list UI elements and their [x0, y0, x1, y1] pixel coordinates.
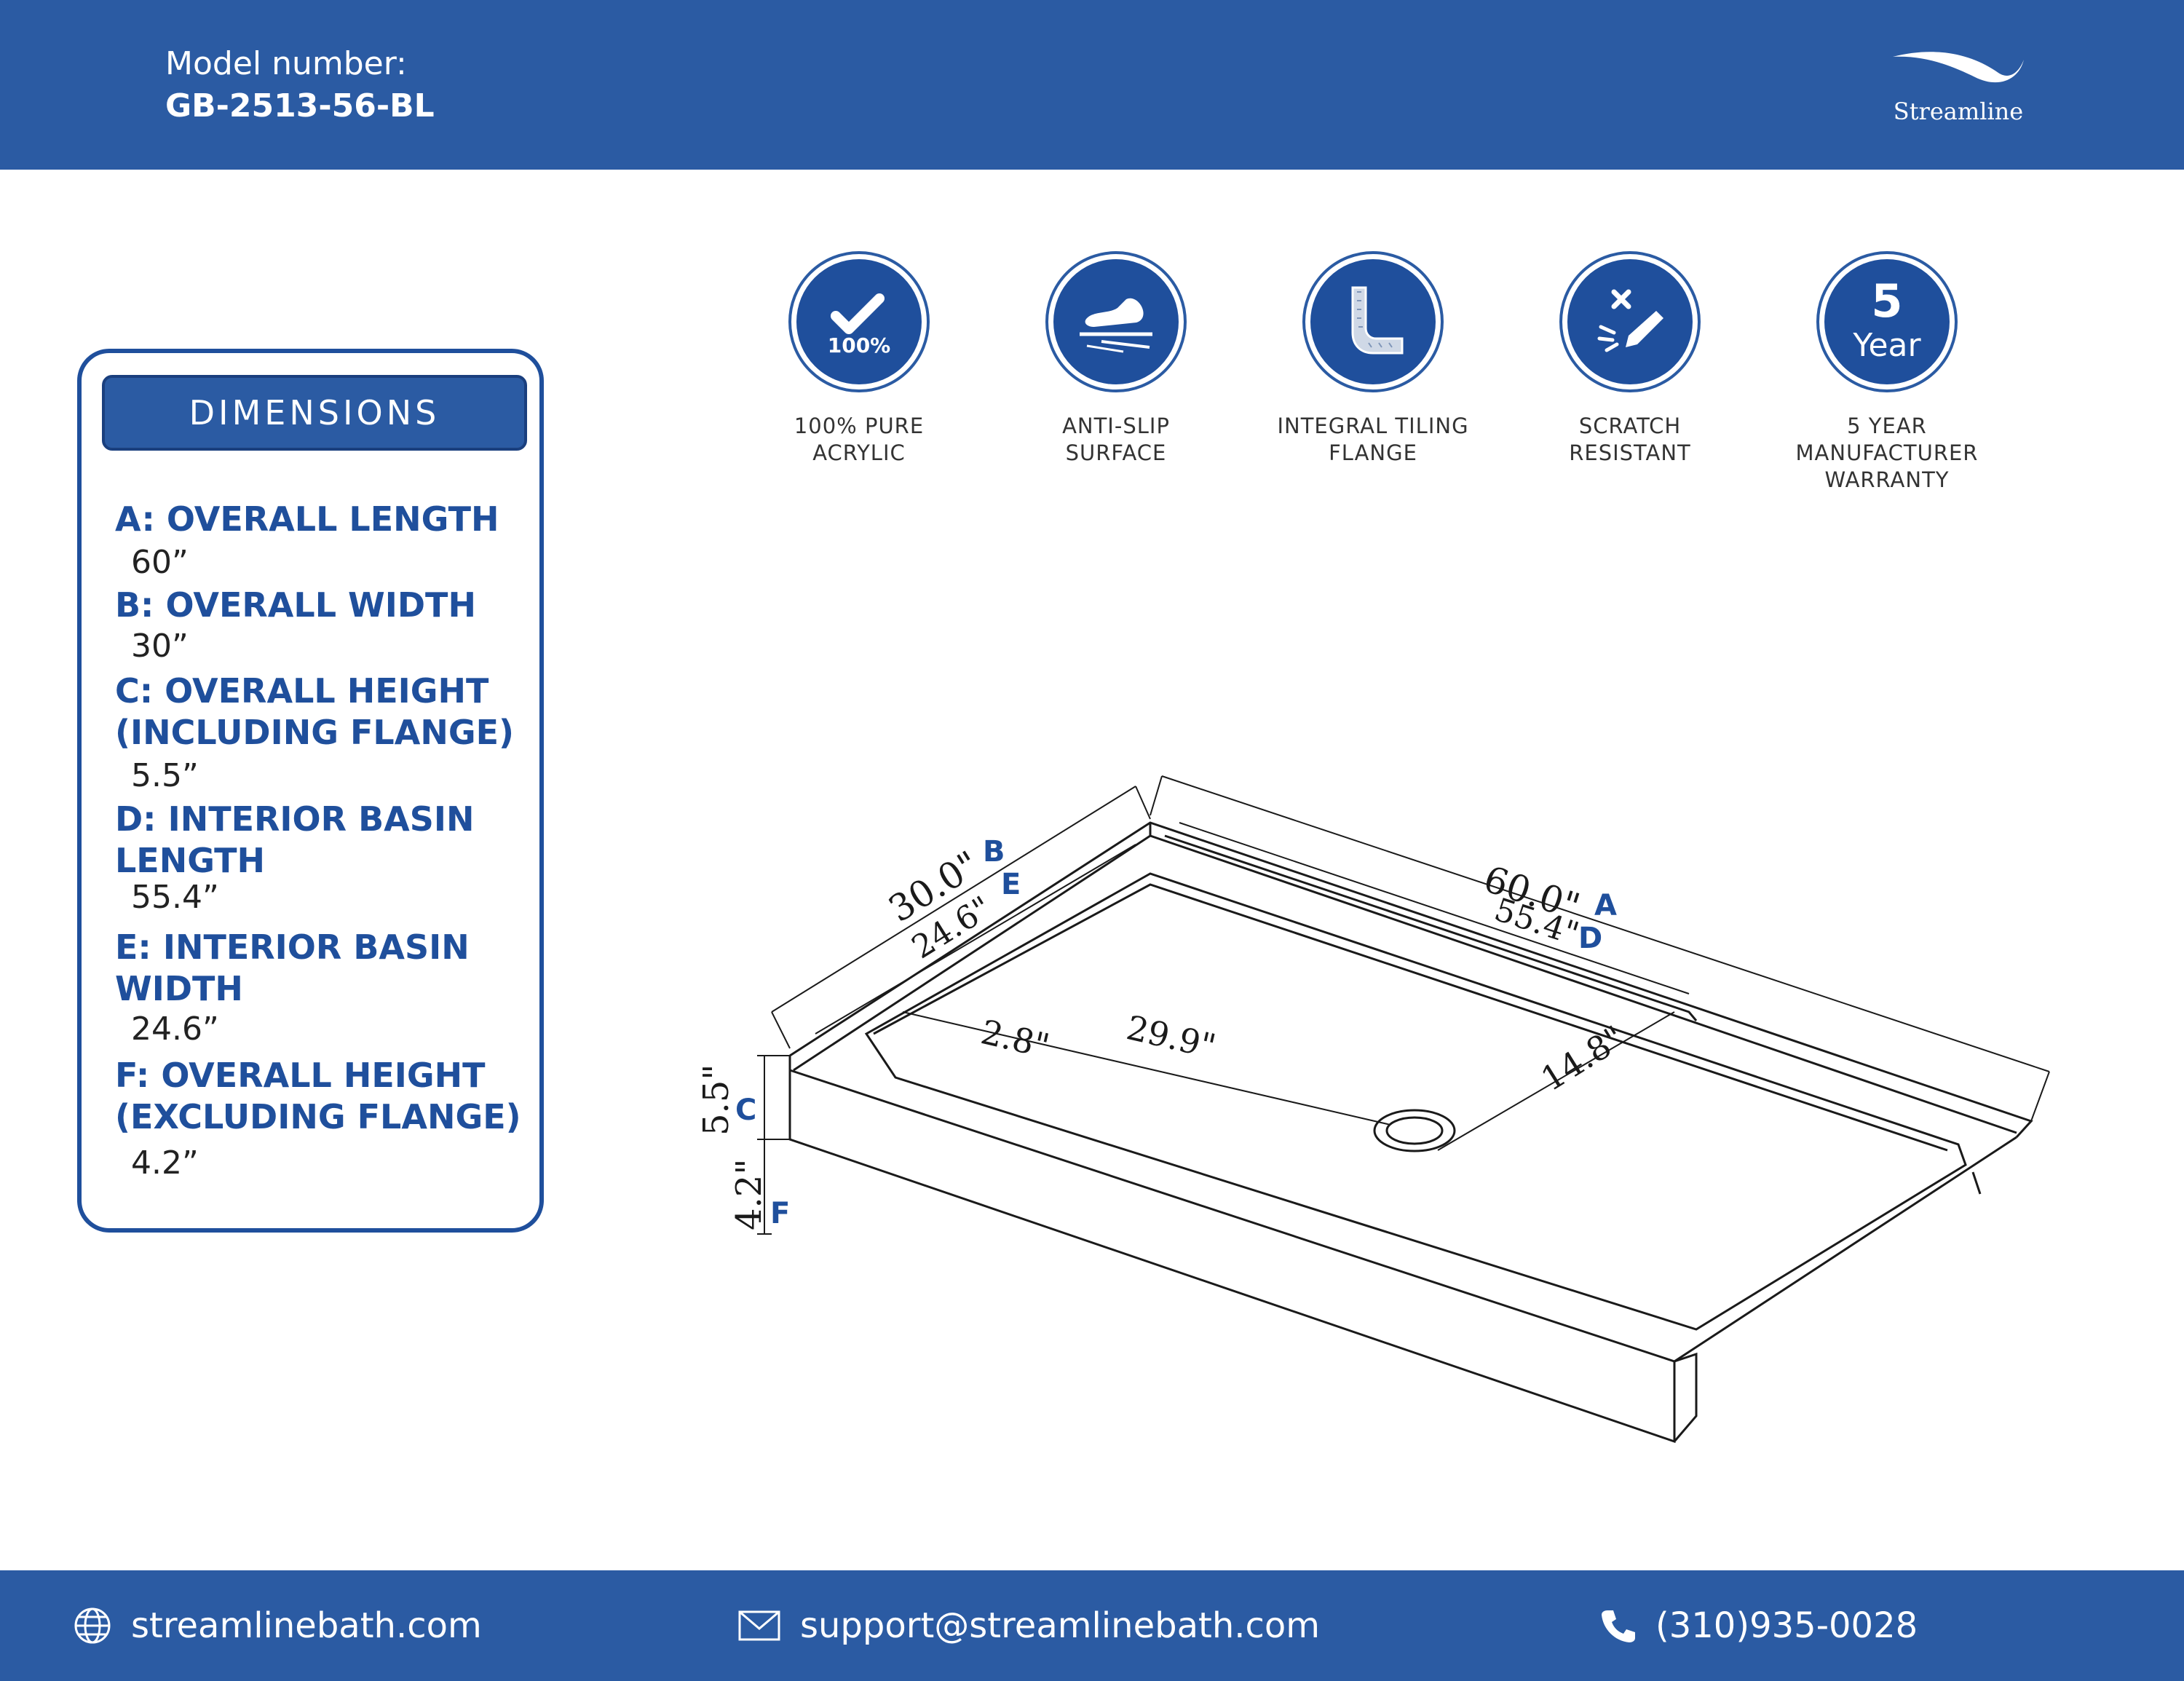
- dimension-a-label: A: OVERALL LENGTH: [115, 499, 499, 539]
- dimension-line-b: [771, 786, 1136, 1013]
- dimension-line-d: [1179, 822, 1690, 994]
- dimension-line-drain-y: [1437, 1011, 1675, 1151]
- shower-base-drawing: 60.0" 55.4" 30.0" 24.6" 29.9" 14.8" 2.8"…: [696, 775, 2050, 1444]
- warranty-year: Year: [1852, 327, 1921, 364]
- feature-caption-line: ACRYLIC: [812, 440, 906, 465]
- model-number-value: GB-2513-56-BL: [165, 87, 435, 124]
- email-link[interactable]: support@streamlinebath.com: [800, 1605, 1321, 1646]
- dimension-b-value: 30”: [131, 628, 189, 665]
- dimension-a-value: 60”: [131, 544, 189, 581]
- feature-badge: [1045, 251, 1187, 392]
- letter-d: D: [1578, 922, 1602, 955]
- scratch-resistant-icon: [1597, 289, 1663, 352]
- feature-scratch-resistant: SCRATCH RESISTANT: [1521, 251, 1739, 467]
- badge-100-text: 100%: [828, 333, 891, 357]
- feature-caption-line: SCRATCH: [1578, 414, 1682, 438]
- dimension-line-drain-x: [902, 1011, 1391, 1126]
- feature-anti-slip: ANTI-SLIP SURFACE: [1007, 251, 1225, 467]
- wave-logo-icon: [1893, 52, 2024, 83]
- dimension-d-value: 55.4”: [131, 879, 219, 916]
- dimension-e-label-line1: E: INTERIOR BASIN: [115, 927, 470, 967]
- front-face: [788, 1056, 1676, 1444]
- dimensions-title: DIMENSIONS: [102, 375, 527, 451]
- dimension-c-label-line1: C: OVERALL HEIGHT: [115, 671, 489, 711]
- feature-pure-acrylic: 100% 100% PURE ACRYLIC: [750, 251, 968, 467]
- measure-c-text: 5.5": [696, 1064, 737, 1136]
- feature-caption-line: MANUFACTURER: [1795, 440, 1979, 465]
- front-corner: [1673, 1352, 1698, 1442]
- feature-badge: [1302, 251, 1444, 392]
- outer-rim: [789, 821, 2033, 1139]
- feature-badge: 100%: [788, 251, 930, 392]
- tiling-flange: [1164, 834, 1698, 1021]
- dimension-line-c: [757, 1055, 790, 1140]
- front-top-edge: [789, 1069, 2017, 1363]
- feature-caption-line: INTEGRAL TILING: [1277, 414, 1469, 438]
- dimension-c-value: 5.5”: [131, 757, 199, 794]
- header-bar: Model number: GB-2513-56-BL Streamline: [0, 0, 2184, 170]
- mail-icon: [738, 1610, 780, 1641]
- measure-f-text: 4.2": [729, 1159, 769, 1230]
- dimension-f-value: 4.2”: [131, 1144, 199, 1182]
- drain-outer: [1373, 1109, 1456, 1152]
- warranty-5-year-icon: 5 Year: [1852, 274, 1921, 364]
- dimension-line-e: [815, 844, 1136, 1035]
- email-contact[interactable]: support@streamlinebath.com: [737, 1570, 1320, 1681]
- dimension-line-f: [757, 1139, 772, 1235]
- dimension-d-label-line1: D: INTERIOR BASIN: [115, 799, 475, 839]
- extension-lines-a: [1150, 775, 2050, 1122]
- dimension-e-label-line2: WIDTH: [115, 969, 243, 1008]
- dimension-b-label: B: OVERALL WIDTH: [115, 585, 476, 625]
- drain-inner: [1385, 1116, 1444, 1145]
- measure-step-text: 2.8": [978, 1012, 1053, 1066]
- letter-a: A: [1594, 889, 1617, 922]
- feature-caption-line: 5 YEAR: [1847, 414, 1927, 438]
- measure-drain-x-text: 29.9": [1123, 1008, 1220, 1066]
- warranty-number: 5: [1871, 274, 1902, 328]
- letter-c: C: [735, 1093, 756, 1127]
- feature-badge: 5 Year: [1816, 251, 1958, 392]
- letter-b: B: [983, 835, 1005, 869]
- dimension-e-value: 24.6”: [131, 1010, 219, 1048]
- basin-step-line: [873, 883, 1948, 1152]
- feature-caption-line: WARRANTY: [1824, 467, 1950, 492]
- feature-caption-line: SURFACE: [1065, 440, 1167, 465]
- extension-lines-b: [771, 786, 1151, 1049]
- check-100-icon: 100%: [828, 293, 891, 357]
- feature-caption-line: 100% PURE: [794, 414, 925, 438]
- side-edge: [1971, 1171, 1982, 1195]
- tiling-flange-icon: [1351, 286, 1404, 355]
- footer-bar: streamlinebath.com support@streamlinebat…: [0, 1570, 2184, 1681]
- model-number-label: Model number:: [165, 45, 407, 82]
- brand-logo[interactable]: Streamline: [1886, 44, 2031, 131]
- website-link[interactable]: streamlinebath.com: [131, 1605, 482, 1646]
- feature-caption-line: ANTI-SLIP: [1062, 414, 1170, 438]
- dimension-c-label-line2: (INCLUDING FLANGE): [115, 713, 515, 752]
- globe-icon: [74, 1607, 111, 1644]
- dimension-f-label-line1: F: OVERALL HEIGHT: [115, 1056, 486, 1095]
- feature-caption-line: FLANGE: [1329, 440, 1417, 465]
- phone-contact[interactable]: (310)935-0028: [1600, 1570, 1918, 1681]
- measure-drain-y-text: 14.8": [1534, 1018, 1631, 1099]
- feature-badge: [1559, 251, 1701, 392]
- feature-caption-line: RESISTANT: [1569, 440, 1691, 465]
- letter-f: F: [770, 1197, 790, 1230]
- letter-e: E: [1001, 868, 1021, 901]
- interior-basin: [864, 872, 1967, 1331]
- dimension-f-label-line2: (EXCLUDING FLANGE): [115, 1097, 521, 1136]
- feature-warranty: 5 Year 5 YEAR MANUFACTURER WARRANTY: [1778, 251, 1996, 494]
- anti-slip-shoe-icon: [1080, 298, 1152, 353]
- dimension-d-label-line2: LENGTH: [115, 841, 266, 880]
- brand-name: Streamline: [1893, 98, 2024, 125]
- phone-link[interactable]: (310)935-0028: [1655, 1605, 1918, 1646]
- dimension-line-a: [1161, 775, 2050, 1072]
- website-contact[interactable]: streamlinebath.com: [73, 1570, 482, 1681]
- feature-tiling-flange: INTEGRAL TILING FLANGE: [1264, 251, 1482, 467]
- phone-icon: [1602, 1610, 1635, 1642]
- dimensions-panel: DIMENSIONS A: OVERALL LENGTH 60” B: OVER…: [77, 349, 544, 1233]
